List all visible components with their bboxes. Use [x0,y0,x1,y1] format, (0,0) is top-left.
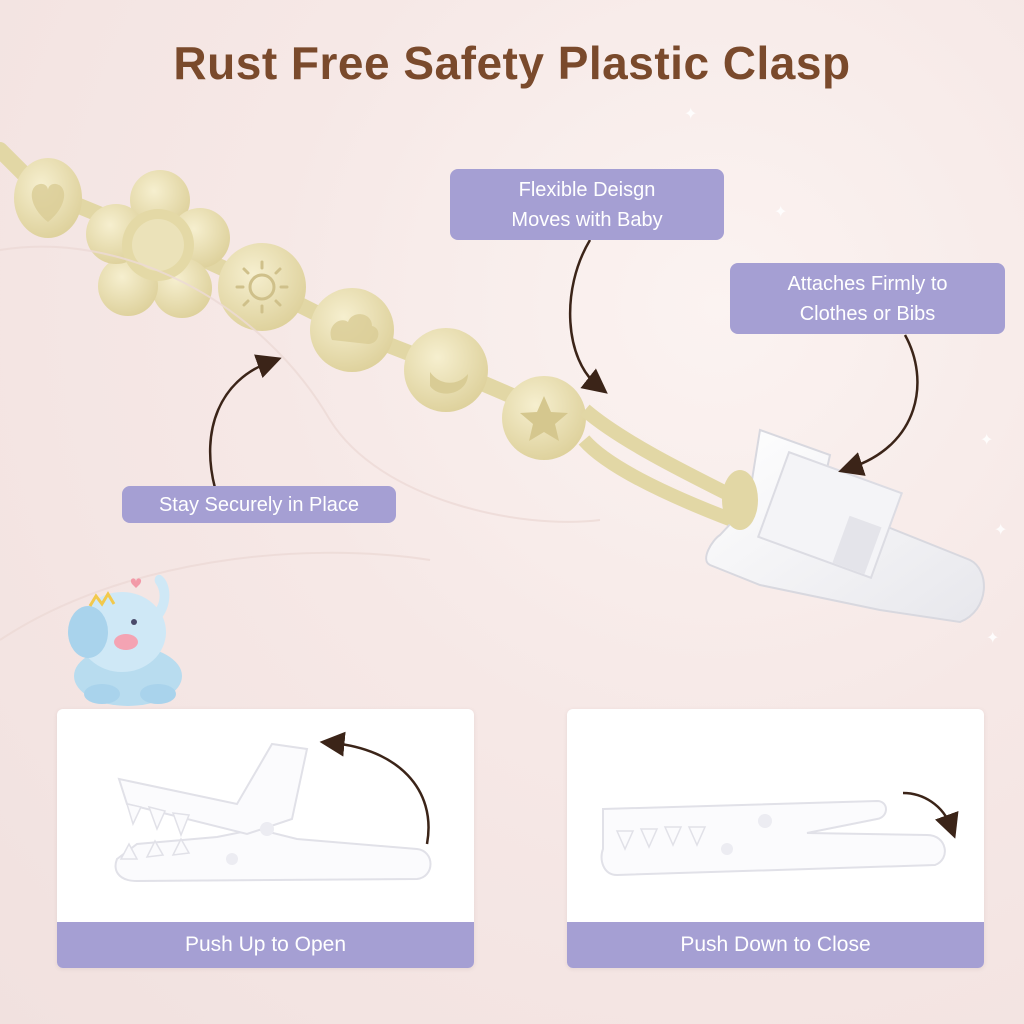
pacifier-chain [0,142,747,527]
callout-line: Moves with Baby [511,208,663,231]
clip-closed-image [600,791,959,877]
sparkle-icon: ✦ [774,204,788,221]
card-close-clip: Push Down to Close [567,709,984,968]
sun-icon [218,243,306,331]
heart-icon [14,158,82,238]
cloud-icon [310,288,394,372]
sparkle-icon: ✦ [980,432,994,449]
sparkle-icon: ✦ [986,630,1000,647]
moon-icon [404,328,488,412]
star-icon [502,376,586,460]
flower-icon [86,170,230,318]
callout-line: Flexible Deisgn [518,178,656,201]
sparkle-icon: ✦ [684,106,698,123]
card-close-label: Push Down to Close [567,922,984,968]
callout-line: Clothes or Bibs [799,302,936,325]
card-open-clip: Push Up to Open [57,709,474,968]
callout-line: Attaches Firmly to [787,272,948,295]
card-open-label: Push Up to Open [57,922,474,968]
callout-stay-secure: Stay Securely in Place [122,486,396,523]
callout-line: Stay Securely in Place [158,493,360,516]
page-title: Rust Free Safety Plastic Clasp [173,37,851,89]
callout-arrows [208,239,919,489]
sparkle-icon: ✦ [994,522,1008,539]
plastic-clip [705,428,985,624]
clip-open-image [114,731,432,883]
callout-attaches-firmly: Attaches Firmly to Clothes or Bibs [730,263,1005,334]
callout-flexible-design: Flexible Deisgn Moves with Baby [450,169,724,240]
